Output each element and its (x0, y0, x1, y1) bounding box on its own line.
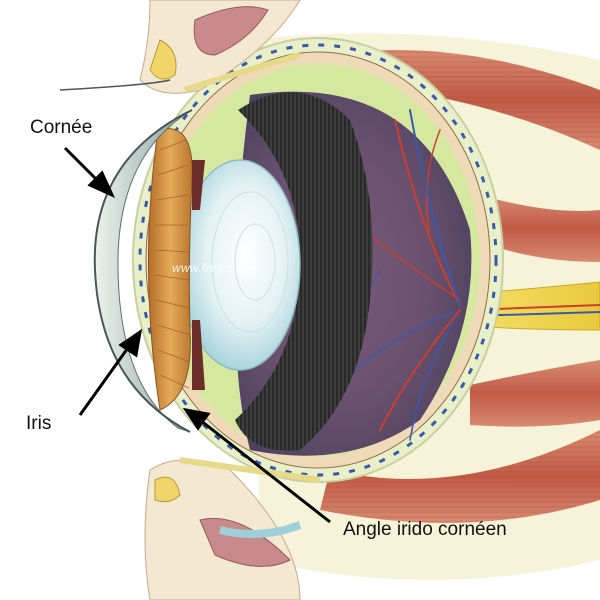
lower-eyelid (144, 457, 321, 600)
iris-arrow (78, 344, 132, 416)
cornea-outer-edge (93, 109, 193, 433)
angle-arrow (199, 418, 331, 524)
lens-core (234, 223, 276, 301)
pupil-margin-lower (192, 320, 205, 390)
cornee-arrow (63, 146, 102, 185)
pointer-arrows (63, 146, 331, 524)
label-iris: Iris (26, 413, 52, 434)
scleral-vessels (138, 43, 498, 477)
label-cornee: Cornée (30, 117, 93, 138)
upper-muscle-2 (480, 195, 600, 262)
cornee-arrowhead (87, 170, 116, 199)
lower-muscle-1 (470, 360, 600, 427)
iris-texture (154, 139, 191, 389)
label-angle-irido-corneen: Angle irido cornéen (343, 519, 507, 540)
pupil-margin-upper (192, 160, 205, 210)
upper-eyelid (59, 0, 301, 94)
lens-nucleus (211, 191, 289, 333)
angle-arrowhead (182, 407, 211, 431)
watermark: www.fregis.com (172, 261, 261, 275)
ciliary-body (235, 92, 373, 451)
iris-arrowhead (118, 328, 143, 358)
